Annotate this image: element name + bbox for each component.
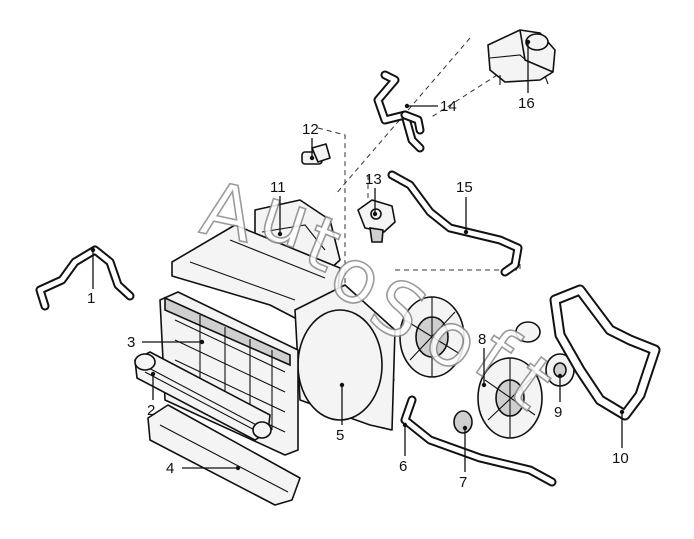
callout-label: 13 — [365, 171, 382, 188]
callout-9: 9 — [554, 373, 562, 421]
callout-13: 13 — [365, 171, 382, 217]
callout-label: 5 — [336, 427, 344, 444]
lower-panel — [147, 404, 301, 506]
callout-3: 3 — [127, 334, 205, 351]
bypass-hose — [35, 245, 135, 311]
callout-label: 7 — [459, 474, 467, 491]
upper-radiator-hose — [387, 170, 523, 277]
pulley — [545, 353, 575, 387]
oil-cooler — [134, 351, 272, 441]
callout-7: 7 — [459, 425, 467, 491]
callout-15: 15 — [456, 179, 473, 235]
callout-label: 10 — [612, 450, 629, 467]
callout-label: 8 — [478, 331, 486, 348]
callout-1: 1 — [87, 247, 95, 307]
callout-label: 16 — [518, 95, 535, 112]
callout-label: 14 — [440, 98, 457, 115]
callout-label: 11 — [270, 179, 286, 196]
callout-11: 11 — [270, 179, 286, 237]
hose-fitting — [301, 143, 331, 165]
thermostat-housing — [357, 199, 396, 243]
callout-label: 9 — [554, 404, 562, 421]
callout-12: 12 — [302, 121, 319, 161]
drain-plug — [453, 410, 473, 434]
callout-5: 5 — [336, 382, 344, 444]
callout-8: 8 — [478, 331, 486, 388]
callout-14: 14 — [404, 98, 457, 115]
callout-label: 15 — [456, 179, 473, 196]
expansion-tank — [487, 29, 556, 85]
cooling-fans — [399, 296, 543, 439]
callout-label: 2 — [147, 402, 155, 419]
callout-label: 6 — [399, 458, 407, 475]
small-hose — [373, 70, 425, 153]
drive-belt — [549, 284, 661, 421]
callout-label: 12 — [302, 121, 319, 138]
callout-label: 4 — [166, 460, 174, 477]
callout-4: 4 — [166, 460, 241, 477]
callout-2: 2 — [147, 371, 155, 419]
lower-hose — [400, 395, 557, 487]
callout-6: 6 — [399, 422, 407, 475]
callout-label: 3 — [127, 334, 135, 351]
callout-label: 1 — [87, 290, 95, 307]
callout-10: 10 — [612, 409, 629, 467]
callout-16: 16 — [518, 39, 535, 112]
